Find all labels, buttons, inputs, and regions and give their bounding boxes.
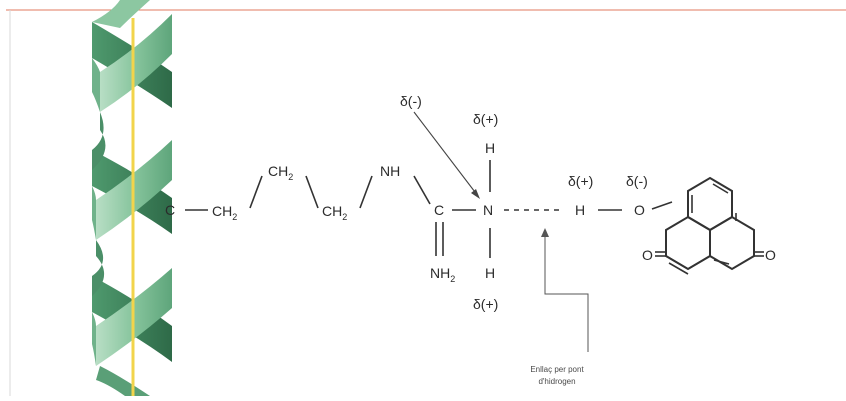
hydrogen-donor: H [575, 202, 585, 218]
hydrogen-bottom: H [485, 265, 495, 281]
guanidino-carbon: C [434, 202, 444, 218]
charge-delta-plus-bottom: δ(+) [473, 296, 498, 312]
hbond-annotation-arrow [541, 228, 589, 352]
charge-delta-minus-o: δ(-) [626, 173, 648, 189]
carbonyl-oxygen-left: O [642, 247, 653, 263]
charge-delta-plus-h: δ(+) [568, 173, 593, 189]
nh2-group: NH2 [430, 265, 455, 284]
nh-group: NH [380, 163, 400, 179]
naphthoquinone-rings [655, 176, 764, 275]
oxygen-acceptor: O [634, 202, 645, 218]
carbonyl-oxygen-right: O [765, 247, 776, 263]
ch2-group-1: CH2 [212, 203, 237, 222]
charge-arrow [413, 111, 480, 199]
nitrogen-atom: N [483, 202, 493, 218]
annotation-line-1: Enllaç per pont [530, 365, 584, 374]
charge-delta-plus-top: δ(+) [473, 111, 498, 127]
ch2-group-2: CH2 [268, 163, 293, 182]
annotation-line-2: d'hidrogen [538, 377, 575, 386]
charge-delta-minus-n: δ(-) [400, 93, 422, 109]
hydrogen-top: H [485, 140, 495, 156]
c-alpha-atom: C [165, 202, 175, 218]
ch2-group-3: CH2 [322, 203, 347, 222]
chain-bonds [185, 160, 673, 258]
